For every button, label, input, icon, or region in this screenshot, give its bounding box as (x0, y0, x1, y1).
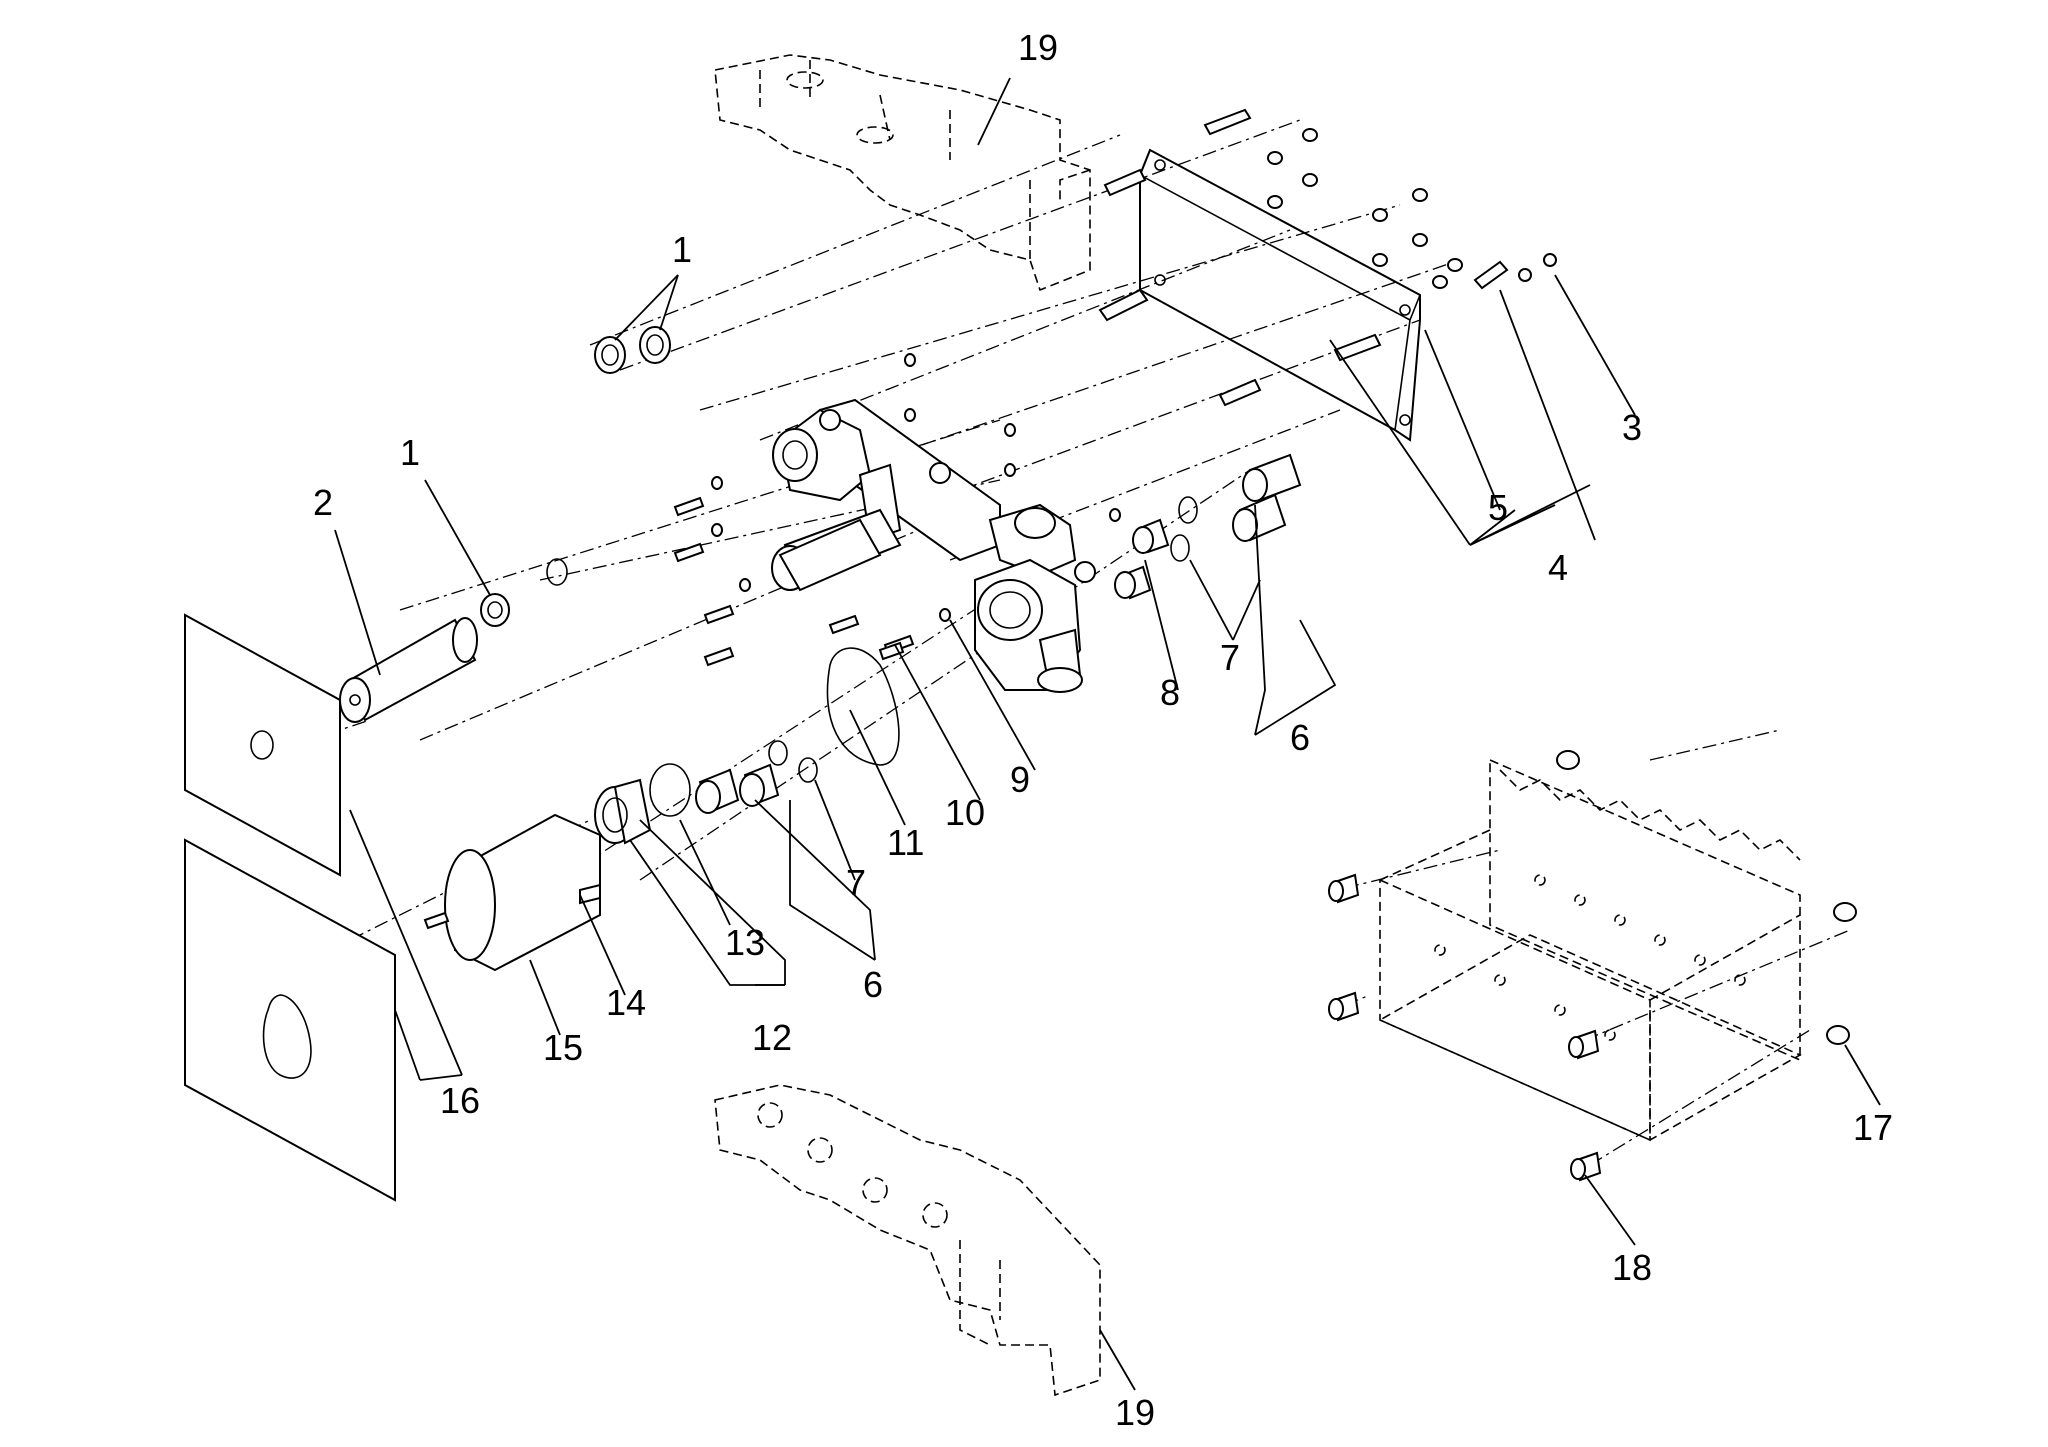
callout-10: 10 (945, 792, 985, 833)
body-side-cylinder (778, 518, 882, 592)
callout-5: 5 (1488, 487, 1508, 528)
callout-8: 8 (1160, 672, 1180, 713)
part-1-plugs-top (594, 326, 671, 374)
callout-7-left: 7 (846, 862, 866, 903)
callout-6-left: 6 (863, 964, 883, 1005)
callout-1-top: 1 (672, 229, 692, 270)
callout-17: 17 (1853, 1107, 1893, 1148)
leader-lines (334, 77, 1881, 1391)
callout-19-top: 19 (1018, 27, 1058, 68)
callout-13: 13 (725, 922, 765, 963)
mounting-rack (1378, 758, 1802, 1142)
callout-4: 4 (1548, 547, 1568, 588)
part-1-plug-left (480, 558, 568, 627)
callout-9: 9 (1010, 759, 1030, 800)
part-19-bottom-bracket (714, 1084, 1101, 1397)
callout-2: 2 (313, 482, 333, 523)
part-2-test-plug (339, 617, 478, 723)
callout-labels: 19 1 1 2 3 5 4 7 8 6 9 10 11 7 13 6 14 1… (313, 27, 1893, 1433)
plate-fasteners (1098, 108, 1557, 407)
callout-18: 18 (1612, 1247, 1652, 1288)
rack-hole-pattern (1434, 874, 1746, 1041)
callout-7-right: 7 (1220, 637, 1240, 678)
part-16-cover-plates (184, 613, 396, 1202)
part-6-8-cartridges-right (1114, 453, 1302, 600)
callout-16: 16 (440, 1080, 480, 1121)
part-12-15-trim (423, 778, 652, 972)
part-11-13-seals (649, 641, 905, 817)
rack-fasteners (1328, 729, 1857, 1182)
callout-1-left: 1 (400, 432, 420, 473)
callout-6-right: 6 (1290, 717, 1310, 758)
part-19-top-bracket (714, 54, 1091, 292)
callout-12: 12 (752, 1017, 792, 1058)
callout-14: 14 (606, 982, 646, 1023)
callout-3: 3 (1622, 407, 1642, 448)
callout-15: 15 (543, 1027, 583, 1068)
group-brackets (419, 509, 1516, 1081)
part-5-mounting-plate (1138, 148, 1421, 442)
callout-19-bottom: 19 (1115, 1392, 1155, 1433)
callout-11: 11 (887, 822, 924, 863)
